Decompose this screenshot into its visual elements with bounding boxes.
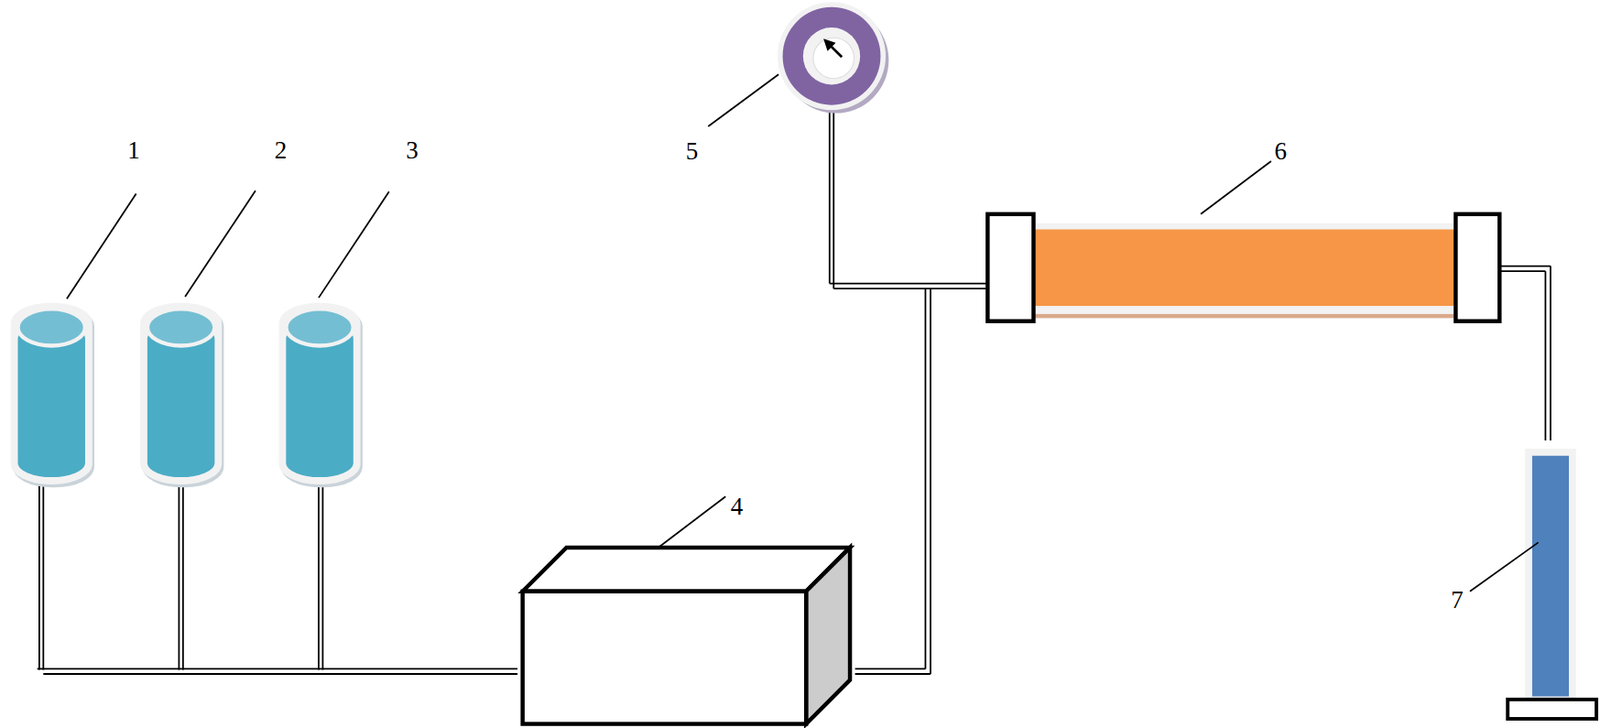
- liquid-tanks: [10, 303, 363, 489]
- core-holder: [987, 214, 1500, 322]
- callout-number: 7: [1450, 587, 1464, 613]
- callout-number: 2: [274, 137, 288, 163]
- pressure-gauge: [777, 1, 889, 113]
- pump-box: [522, 547, 850, 725]
- callout-number: 4: [730, 493, 744, 519]
- graduated-cylinder: [1507, 448, 1597, 719]
- callout-number: 6: [1274, 138, 1288, 164]
- callout-number: 5: [685, 138, 699, 164]
- callout-number: 1: [127, 137, 141, 163]
- leader-lines: [66, 74, 1539, 592]
- callout-number: 3: [405, 137, 419, 163]
